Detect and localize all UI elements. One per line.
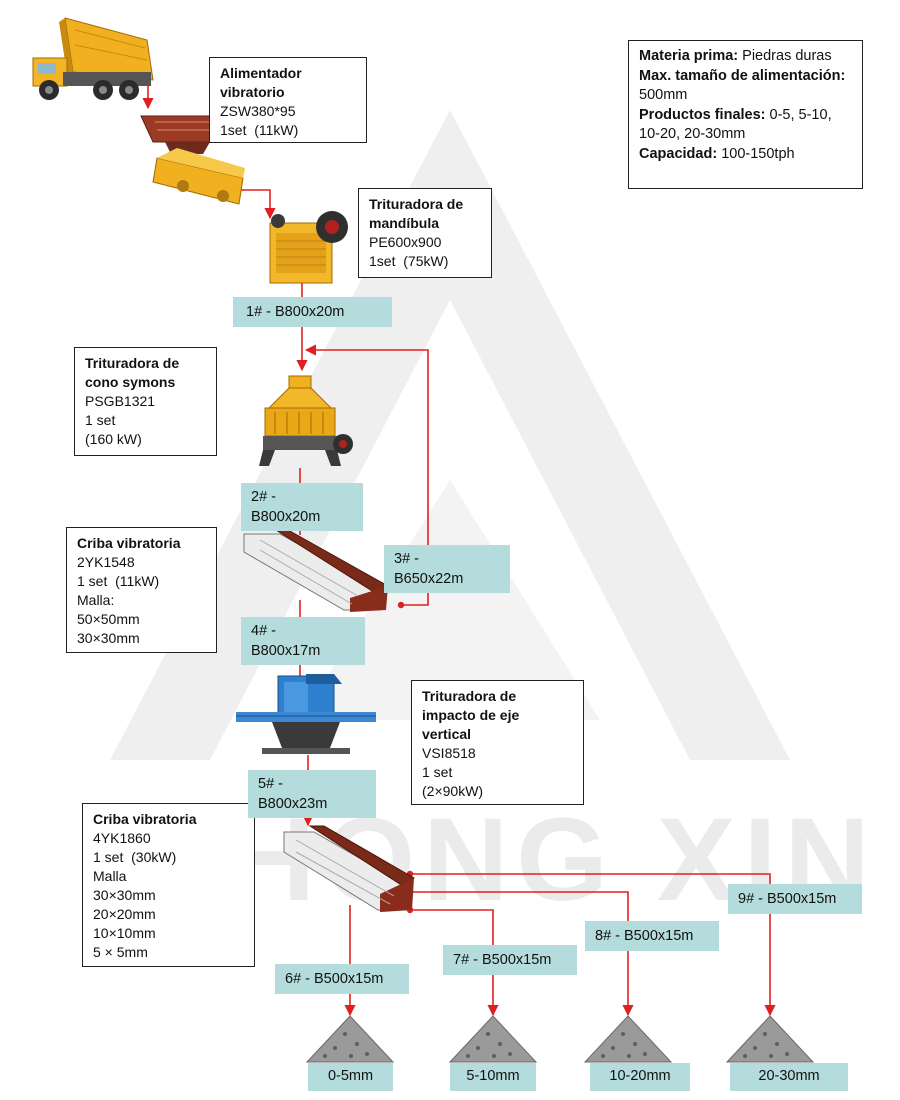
- vsi-title-line-3: vertical: [422, 726, 472, 742]
- product-label-0-5: 0-5mm: [308, 1063, 393, 1091]
- belt-1-label: 1# - B800x20m: [233, 297, 392, 327]
- product-label-20-30: 20-30mm: [730, 1063, 848, 1091]
- spec-raw-material-label: Materia prima:: [639, 48, 739, 64]
- cone-quantity: 1 set: [85, 412, 116, 428]
- screen1-model: 2YK1548: [77, 554, 135, 570]
- stone-pile-0-5: [305, 1015, 395, 1063]
- vsi-crusher-image: [236, 674, 376, 754]
- screen2-mesh-label: Malla: [93, 868, 127, 884]
- watermark-triangle-shape: [110, 110, 790, 760]
- flow-arrow-product-5-10: [410, 909, 499, 1017]
- process-spec-box: Materia prima: Piedras duras Max. tamaño…: [628, 40, 863, 189]
- cone-crusher-info-box: Trituradora de cono symons PSGB1321 1 se…: [74, 347, 217, 456]
- screen2-model: 4YK1860: [93, 830, 151, 846]
- product-label-10-20: 10-20mm: [590, 1063, 690, 1091]
- screen1-mesh-2: 30×30mm: [77, 630, 140, 646]
- belt-5-label: 5# - B800x23m: [248, 770, 376, 818]
- screen1-power: 1 set (11kW): [77, 573, 160, 589]
- cone-title-line-2: cono symons: [85, 374, 176, 390]
- stone-pile-5-10: [448, 1015, 538, 1063]
- belt-3-label: 3# - B650x22m: [384, 545, 510, 593]
- product-label-5-10: 5-10mm: [450, 1063, 536, 1091]
- belt-2-label: 2# - B800x20m: [241, 483, 363, 531]
- belt-8-label: 8# - B500x15m: [585, 921, 719, 951]
- watermark-inner-triangle: [300, 480, 600, 720]
- screen2-title: Criba vibratoria: [93, 811, 197, 827]
- spec-raw-material-value: Piedras duras: [738, 48, 832, 64]
- jaw-power: 1set (75kW): [369, 253, 449, 269]
- screen1-mesh-1: 50×50mm: [77, 611, 140, 627]
- dump-truck-image: [32, 17, 154, 100]
- stone-pile-10-20: [583, 1015, 673, 1063]
- screen-2-info-box: Criba vibratoria 4YK1860 1 set (30kW) Ma…: [82, 803, 255, 967]
- vsi-quantity: 1 set: [422, 764, 453, 780]
- jaw-title-line-1: Trituradora de: [369, 196, 464, 212]
- vibrating-screen-2-image: [283, 825, 415, 912]
- screen2-mesh-3: 10×10mm: [93, 925, 156, 941]
- feeder-title-line-2: vibratorio: [220, 84, 285, 100]
- belt-4-label: 4# - B800x17m: [241, 617, 365, 665]
- screen-1-info-box: Criba vibratoria 2YK1548 1 set (11kW) Ma…: [66, 527, 217, 653]
- feeder-model: ZSW380*95: [220, 103, 296, 119]
- screen2-mesh-2: 20×20mm: [93, 906, 156, 922]
- vsi-title-line-2: impacto de eje: [422, 707, 520, 723]
- cone-crusher-image: [259, 375, 353, 466]
- cone-title-line-1: Trituradora de: [85, 355, 180, 371]
- spec-final-products-value: 0-5, 5-10, 10-20, 20-30mm: [639, 106, 832, 143]
- cone-model: PSGB1321: [85, 393, 156, 409]
- vsi-model: VSI8518: [422, 745, 476, 761]
- feeder-power: 1set (11kW): [220, 122, 299, 138]
- feeder-info-box: Alimentador vibratorio ZSW380*95 1set (1…: [209, 57, 367, 143]
- belt-6-label: 6# - B500x15m: [275, 964, 409, 994]
- screen1-title: Criba vibratoria: [77, 535, 181, 551]
- screen2-mesh-1: 30×30mm: [93, 887, 156, 903]
- spec-final-products-label: Productos finales:: [639, 106, 766, 123]
- belt-7-label: 7# - B500x15m: [443, 945, 577, 975]
- vibrating-feeder-image: [140, 115, 245, 205]
- jaw-crusher-info-box: Trituradora de mandíbula PE600x900 1set …: [358, 188, 492, 278]
- jaw-model: PE600x900: [369, 234, 442, 250]
- flow-arrow-feeder-to-jaw: [235, 189, 276, 220]
- vsi-power: (2×90kW): [422, 783, 484, 799]
- feeder-title-line-1: Alimentador: [220, 65, 302, 81]
- cone-power: (160 kW): [85, 431, 142, 447]
- spec-max-feed-label: Max. tamaño de alimentación:: [639, 67, 846, 84]
- stone-pile-20-30: [725, 1015, 815, 1063]
- flow-arrow-product-10-20: [410, 891, 634, 1017]
- jaw-title-line-2: mandíbula: [369, 215, 440, 231]
- spec-capacity-value: 100-150tph: [717, 145, 795, 162]
- flow-arrow-product-20-30: [410, 873, 776, 1017]
- vibrating-screen-1-image: [243, 529, 389, 612]
- spec-capacity-label: Capacidad:: [639, 145, 718, 162]
- jaw-crusher-image: [269, 211, 348, 284]
- belt-9-label: 9# - B500x15m: [728, 884, 862, 914]
- screen2-mesh-4: 5 × 5mm: [93, 944, 148, 960]
- vsi-crusher-info-box: Trituradora de impacto de eje vertical V…: [411, 680, 584, 805]
- spec-max-feed-value: 500mm: [639, 87, 688, 103]
- vsi-title-line-1: Trituradora de: [422, 688, 517, 704]
- screen1-mesh-label: Malla:: [77, 592, 115, 608]
- flow-arrow-return-to-cone: [304, 344, 429, 606]
- screen2-power: 1 set (30kW): [93, 849, 177, 865]
